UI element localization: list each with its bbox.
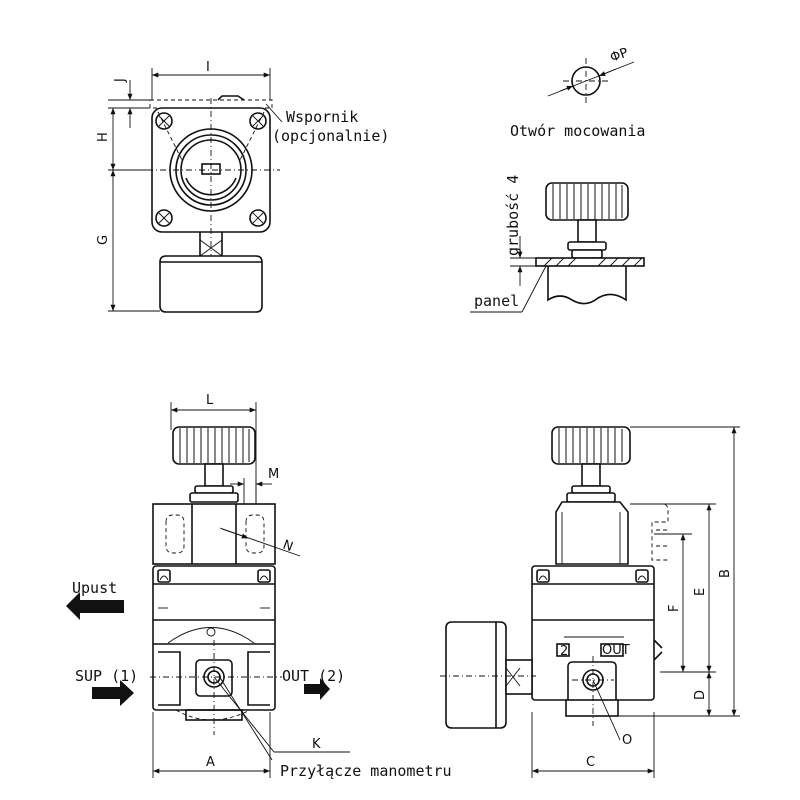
dim-H: H bbox=[96, 132, 111, 142]
screw-icon bbox=[536, 569, 550, 583]
screw-icon bbox=[635, 569, 649, 583]
mount-hole-label: Otwór mocowania bbox=[510, 122, 645, 140]
exhaust-arrow-icon bbox=[66, 592, 124, 620]
dim-L: L bbox=[206, 393, 214, 408]
top-view: I J H G bbox=[96, 60, 389, 313]
front-view: L M N bbox=[66, 393, 452, 780]
pressure-gauge-bottom bbox=[159, 255, 263, 313]
dim-B: B bbox=[718, 569, 733, 578]
lock-nut bbox=[189, 492, 239, 503]
screw-icon bbox=[257, 569, 271, 583]
dim-O: O bbox=[622, 733, 632, 748]
bracket-optional-label: (opcjonalnie) bbox=[272, 127, 389, 145]
port-2-label: 2 bbox=[560, 644, 568, 659]
screw-icon bbox=[249, 112, 267, 130]
sup-port-label: SUP (1) bbox=[75, 667, 138, 685]
dim-M: M bbox=[268, 467, 279, 482]
panel-mount-view: grubość 4 panel bbox=[470, 175, 645, 313]
dim-D: D bbox=[693, 690, 708, 700]
adjustment-knob-side bbox=[551, 426, 631, 465]
dim-C: C bbox=[586, 755, 595, 770]
panel-label: panel bbox=[474, 292, 519, 310]
sup-arrow-icon bbox=[92, 680, 134, 706]
panel-nut bbox=[567, 241, 607, 251]
bracket-label: Wspornik bbox=[286, 108, 358, 126]
dim-F: F bbox=[667, 605, 682, 612]
dim-P: ΦP bbox=[608, 45, 630, 65]
dim-A: A bbox=[206, 755, 215, 770]
out-port-label: OUT (2) bbox=[282, 667, 345, 685]
screw-icon bbox=[249, 209, 267, 227]
gauge-port-label: Przyłącze manometru bbox=[280, 762, 452, 780]
port-out-box bbox=[600, 643, 624, 657]
mount-hole-view: ΦP Otwór mocowania bbox=[510, 45, 645, 140]
dim-I: I bbox=[206, 60, 210, 75]
exhaust-label: Upust bbox=[72, 579, 117, 597]
dim-N: N bbox=[281, 538, 295, 555]
dim-K: K bbox=[312, 737, 321, 752]
bonnet bbox=[555, 501, 629, 565]
side-view: 2 OUT O C F E bbox=[440, 426, 740, 778]
panel-plate bbox=[535, 257, 645, 267]
thickness-label: grubość 4 bbox=[504, 175, 522, 256]
screw-icon bbox=[155, 112, 173, 130]
mounting-bracket bbox=[152, 503, 276, 565]
dim-J: J bbox=[113, 78, 128, 83]
out-arrow-icon bbox=[304, 678, 330, 700]
bracket-tab bbox=[217, 95, 245, 101]
dim-E: E bbox=[693, 588, 708, 596]
pressure-gauge-side bbox=[445, 621, 507, 729]
dim-G: G bbox=[96, 235, 111, 245]
screw-icon bbox=[155, 209, 173, 227]
port-2-box bbox=[556, 643, 570, 657]
screw-icon bbox=[157, 569, 171, 583]
port-out-label: OUT bbox=[602, 643, 630, 658]
